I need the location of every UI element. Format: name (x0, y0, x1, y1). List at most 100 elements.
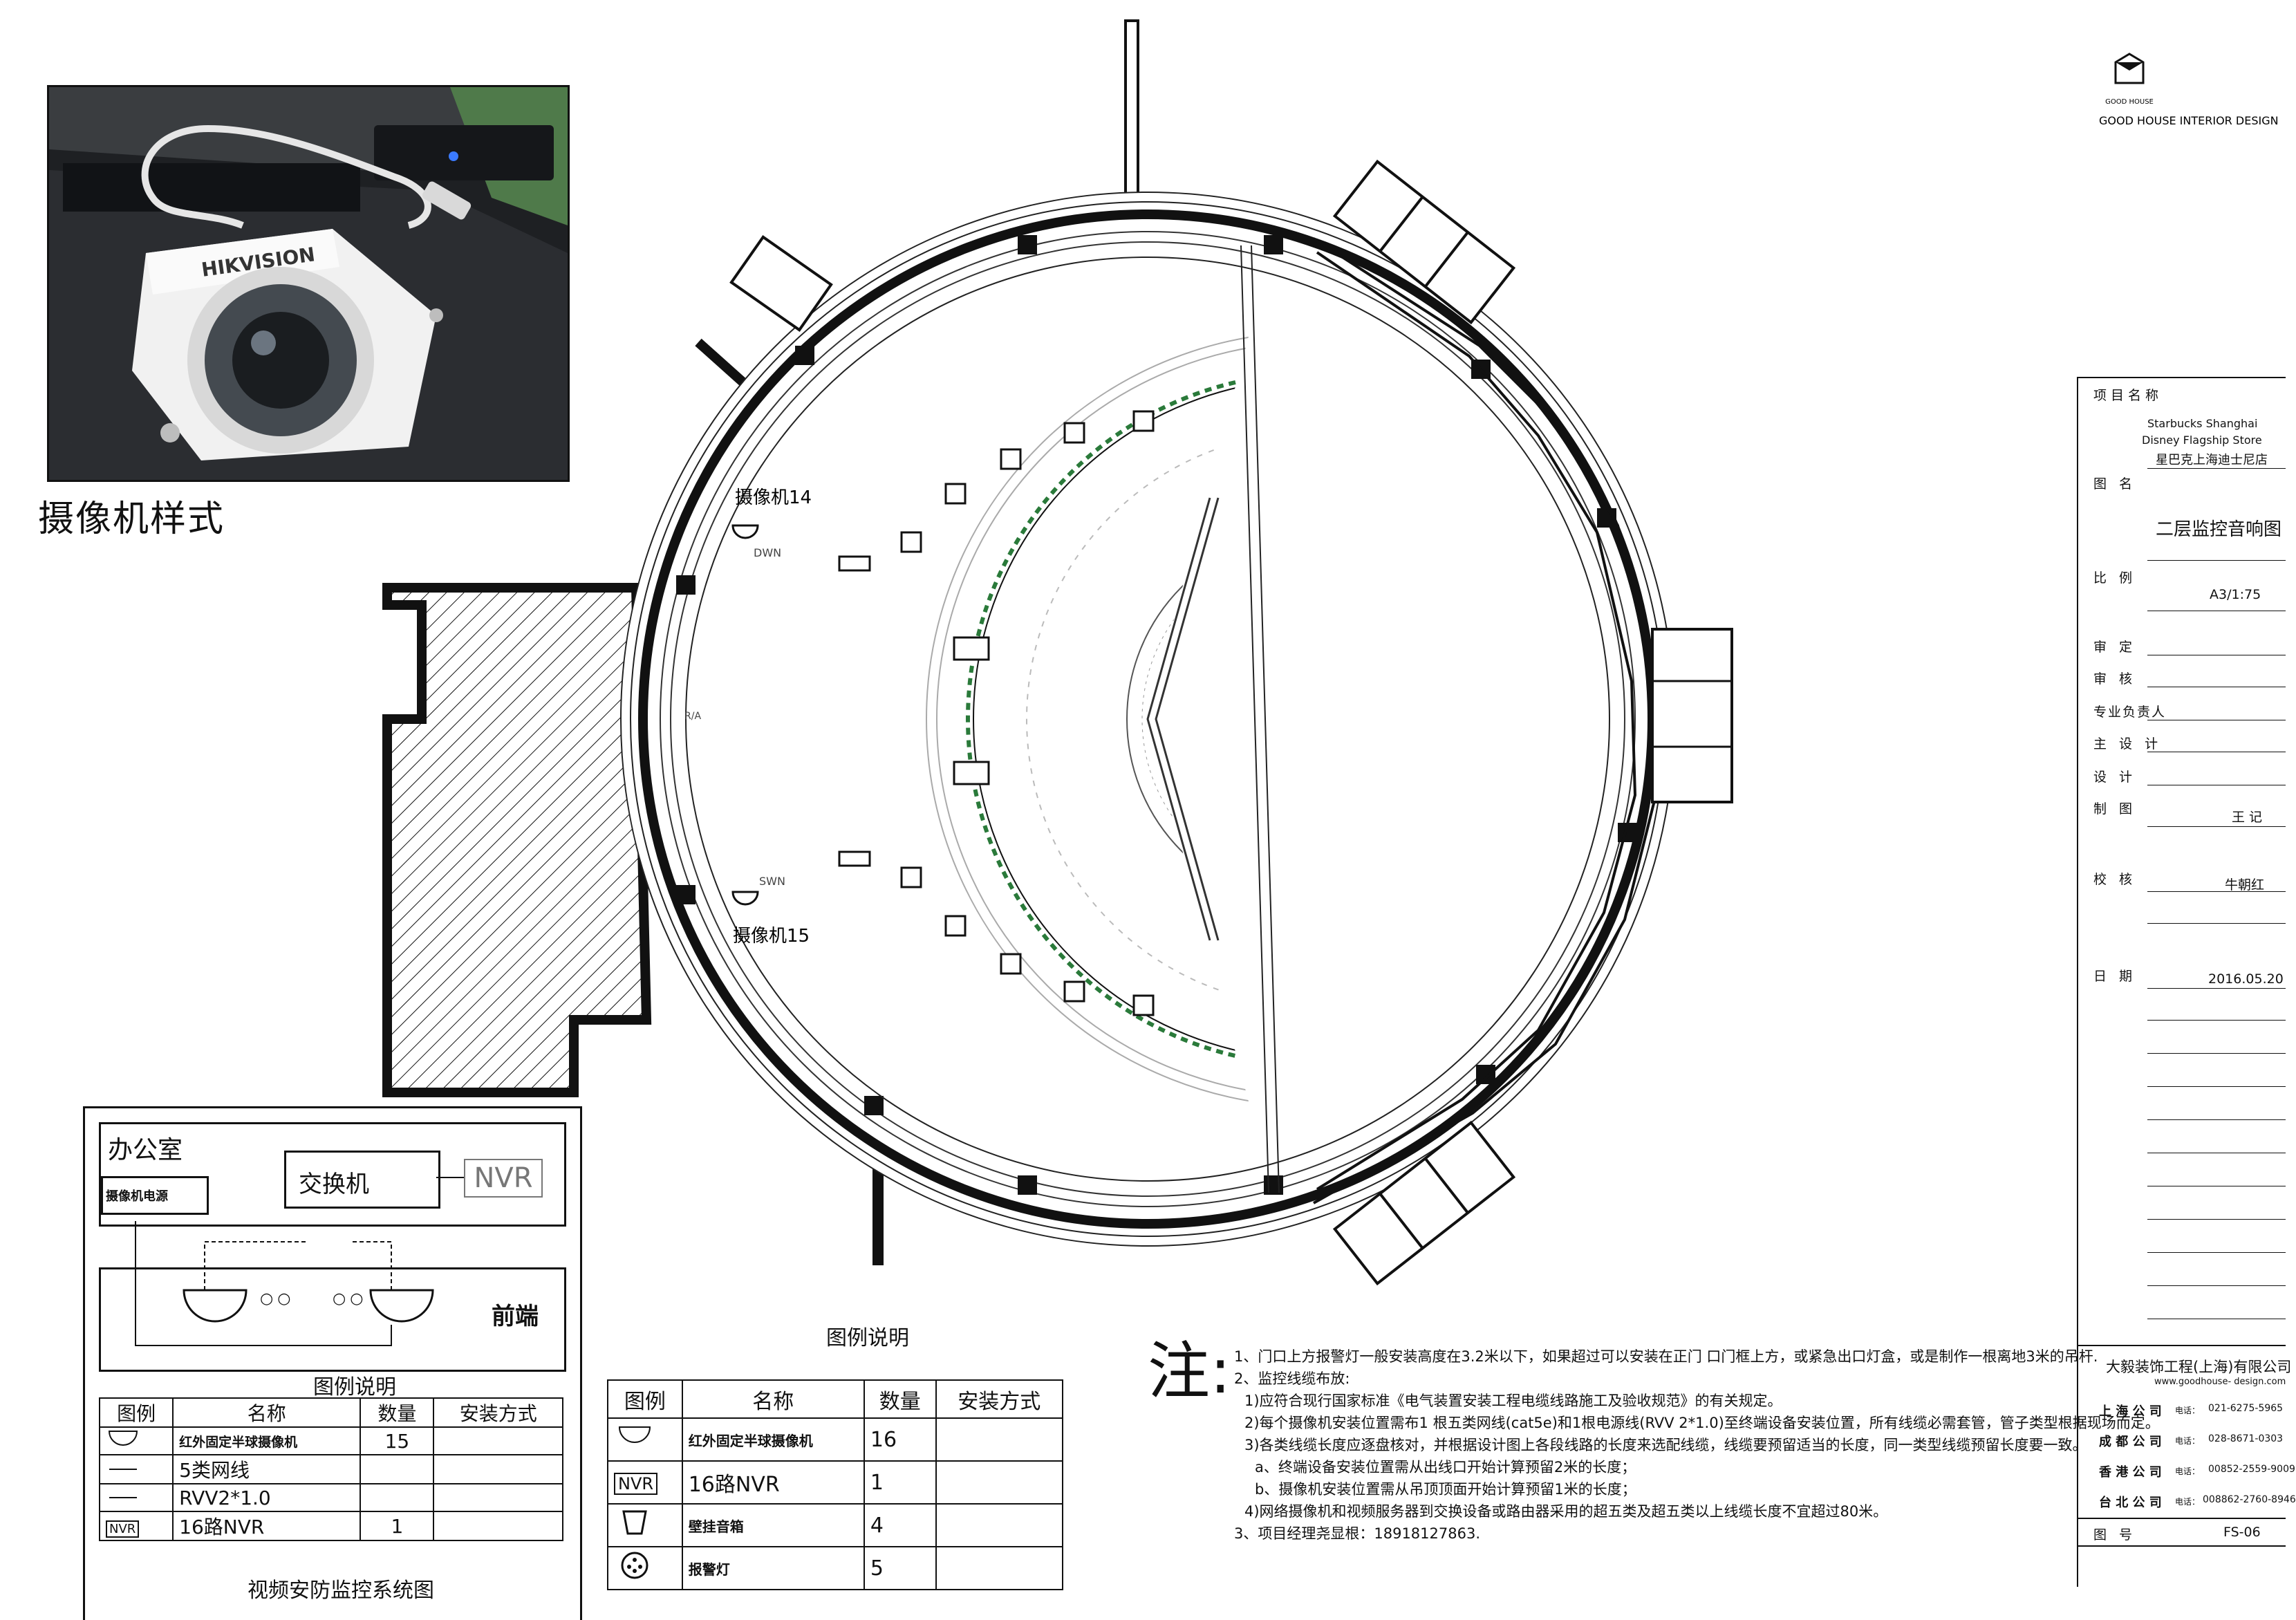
legend2-row-mount (935, 1417, 1064, 1462)
office-name: 台 北 公 司 (2099, 1496, 2162, 1510)
camera-power-label: 摄像机电源 (106, 1189, 168, 1204)
office-box: 办公室 交换机 NVR 摄像机电源 (99, 1122, 566, 1227)
photo-caption: 摄像机样式 (38, 499, 225, 540)
camera-power-box: 摄像机电源 (101, 1176, 209, 1215)
front-end-cameras (135, 1221, 434, 1346)
note-line: a、终端设备安装位置需从出线口开始计算预留2米的长度； (1255, 1459, 1636, 1475)
plan-camera-15: 摄像机15 (731, 891, 810, 947)
note-line: 3)各类线缆长度应逐盘核对，并根据设计图上各段线路的长度来选配线缆，线缆要预留适… (1244, 1437, 2087, 1453)
office-tel-label: 电话： (2175, 1467, 2201, 1476)
note-line: b、摄像机安装位置需从吊顶顶面开始计算预留1米的长度； (1255, 1481, 1636, 1498)
drawing-name: 二层监控音响图 (2156, 519, 2282, 540)
camera-15-label: 摄像机15 (733, 926, 810, 947)
legend2-row-name: 红外固定半球摄像机 (681, 1417, 865, 1462)
legend2-row-qty: 16 (863, 1417, 937, 1462)
legend2-row-qty: 1 (863, 1460, 937, 1505)
legend2-row-name: 16路NVR (681, 1460, 865, 1505)
office-tel: 00852-2559-9009 (2208, 1464, 2295, 1475)
office-name: 香 港 公 司 (2099, 1465, 2162, 1480)
company-name: 大毅装饰工程(上海)有限公司 (2106, 1359, 2292, 1375)
date-label: 日 期 (2093, 969, 2137, 984)
project-cn: 星巴克上海迪士尼店 (2156, 453, 2268, 467)
legend1-header-name: 名称 (172, 1397, 362, 1428)
dots-2: ○○ (333, 1290, 368, 1307)
approve-label: 审 定 (2093, 640, 2137, 655)
switch-nvr-link (436, 1177, 464, 1178)
legend2-row-qty: 4 (863, 1503, 937, 1547)
office-tel: 021-6275-5965 (2208, 1403, 2284, 1414)
legend1-row-name: RVV2*1.0 (172, 1483, 362, 1512)
design-label: 设 计 (2093, 770, 2137, 785)
door-label-swn: SWN (759, 875, 785, 888)
office-tel: 008862-2760-8946 (2203, 1494, 2296, 1505)
legend1-row-name: 5类网线 (172, 1454, 362, 1484)
legend1-row-name: 16路NVR (172, 1511, 362, 1541)
legend2-title: 图例说明 (826, 1326, 909, 1350)
legend1-header-mount: 安装方式 (433, 1397, 563, 1428)
inner-circle (685, 257, 1610, 1182)
plan-camera-14: 摄像机14 (731, 487, 812, 539)
system-diagram-frame: 办公室 交换机 NVR 摄像机电源 ○○ ○○ 前端 图例说明 图例 名称 数量… (83, 1106, 582, 1620)
legend1-row-mount (433, 1426, 563, 1455)
bottom-wall (872, 1148, 884, 1265)
legend1-header-symbol: 图例 (98, 1397, 174, 1428)
drawing-label: 图 名 (2093, 476, 2137, 492)
draw-value: 王 记 (2232, 810, 2263, 825)
company-website: www.goodhouse- design.com (2154, 1377, 2286, 1387)
note-line: 1)应符合现行国家标准《电气装置安装工程电缆线路施工及验收规范》的有关规定。 (1244, 1393, 1782, 1409)
camera-icon (98, 1426, 174, 1455)
legend1-row-qty (360, 1483, 435, 1512)
chief-label: 主 设 计 (2093, 736, 2163, 752)
office-tel-label: 电话： (2175, 1436, 2201, 1446)
scale-label: 比 例 (2093, 570, 2137, 586)
chevron-divider (1146, 245, 1280, 1193)
legend2-row-mount (935, 1460, 1064, 1505)
logo-text: GOOD HOUSE INTERIOR DESIGN (2099, 114, 2279, 127)
legend1-row-mount (433, 1511, 563, 1541)
dots-1: ○○ (260, 1290, 295, 1307)
nvr-icon: NVR (98, 1511, 174, 1541)
legend1-row-qty: 15 (360, 1426, 435, 1455)
line-icon (98, 1454, 174, 1484)
note-line: 3、项目经理尧显根：18918127863. (1234, 1525, 1481, 1542)
facade-boxes (729, 159, 1733, 1286)
office-name: 上 海 公 司 (2099, 1404, 2162, 1419)
office-tel-label: 电话： (2175, 1406, 2201, 1415)
project-en-1: Starbucks Shanghai (2147, 417, 2258, 430)
scale-value: A3/1:75 (2210, 587, 2261, 602)
lead-label: 专业负责人 (2093, 705, 2167, 720)
nvr-icon: NVR (607, 1460, 683, 1505)
legend2-header-mount: 安装方式 (935, 1379, 1064, 1419)
logo-mark: GOOD HOUSE (2105, 98, 2154, 106)
project-label: 项目名称 (2093, 388, 2163, 403)
switch-box: 交换机 (284, 1151, 440, 1209)
legend2-row-qty: 5 (863, 1546, 937, 1590)
nvr-box: NVR (464, 1159, 543, 1198)
review-label: 审 核 (2093, 671, 2137, 687)
legend2-header-qty: 数量 (863, 1379, 937, 1419)
sheet-value: FS-06 (2223, 1525, 2261, 1540)
legend2-row-mount (935, 1546, 1064, 1590)
door-label-dwn: DWN (754, 546, 781, 559)
legend1-row-mount (433, 1454, 563, 1484)
line-icon (98, 1483, 174, 1512)
legend1-table: 图例 名称 数量 安装方式 红外固定半球摄像机 15 5类网线 RVV2*1.0… (98, 1397, 563, 1541)
date-value: 2016.05.20 (2208, 971, 2284, 987)
system-diagram-caption: 视频安防监控系统图 (248, 1579, 434, 1603)
note-line: 1、门口上方报警灯一般安装高度在3.2米以下，如果超过可以安装在正门 口门框上方… (1234, 1348, 2098, 1365)
title-block: 项目名称 Starbucks Shanghai Disney Flagship … (2077, 377, 2296, 1587)
camera-icon (607, 1417, 683, 1462)
legend1-title: 图例说明 (313, 1375, 396, 1399)
note-line: 4)网络摄像机和视频服务器到交换设备或路由器采用的超五类及超五类以上线缆长度不宜… (1244, 1503, 1888, 1520)
legend1-row-name: 红外固定半球摄像机 (172, 1426, 362, 1455)
office-name: 成 都 公 司 (2099, 1435, 2162, 1449)
speaker-icon (607, 1503, 683, 1547)
camera-photo-illustration: HIKVISION (49, 87, 568, 480)
legend2-table: 图例 名称 数量 安装方式 红外固定半球摄像机 16 NVR 16路NVR 1 … (607, 1379, 1064, 1590)
legend1-row-qty: 1 (360, 1511, 435, 1541)
switch-label: 交换机 (299, 1171, 369, 1198)
sheet-label: 图 号 (2093, 1527, 2137, 1543)
counter-boxes (838, 555, 990, 867)
front-end-label: 前端 (492, 1303, 539, 1330)
